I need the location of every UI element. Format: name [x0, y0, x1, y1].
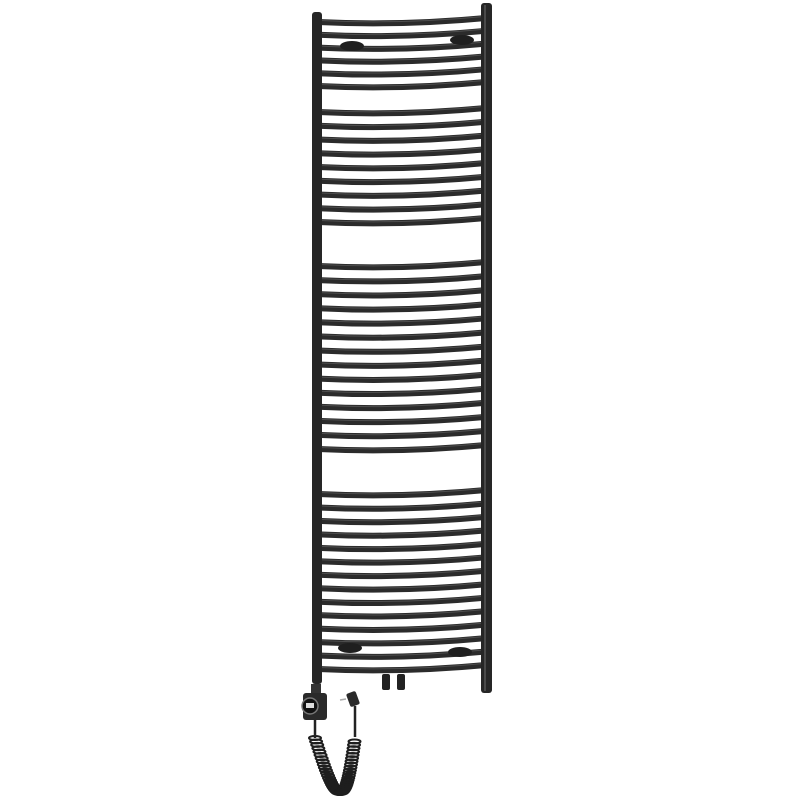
- radiator-bar: [317, 608, 487, 620]
- radiator-bar: [317, 273, 487, 285]
- left-rail: [312, 12, 322, 684]
- radiator-bar: [317, 329, 487, 341]
- radiator-bar: [317, 173, 487, 186]
- radiator-bar: [317, 301, 487, 313]
- right-rail: [481, 3, 492, 693]
- radiator-bar: [317, 487, 487, 499]
- wall-bracket: [340, 41, 364, 51]
- radiator-bar: [317, 594, 487, 607]
- power-plug-icon: [339, 691, 360, 737]
- radiator-bar: [317, 413, 487, 426]
- radiator-bar: [317, 79, 487, 91]
- radiator-bar: [317, 287, 487, 299]
- coiled-cable: [308, 735, 362, 796]
- radiator-bar: [317, 259, 487, 271]
- radiator-bar: [317, 635, 487, 647]
- radiator-bar: [317, 27, 487, 40]
- radiator-bar: [317, 201, 487, 213]
- radiator-bar: [317, 500, 487, 512]
- radiator-bar: [317, 40, 487, 52]
- radiator-bar: [317, 399, 487, 412]
- radiator-bar: [317, 554, 487, 566]
- radiator-bar: [317, 215, 487, 227]
- wall-bracket: [448, 647, 472, 657]
- radiator-bar: [317, 442, 487, 454]
- radiator-bar: [317, 118, 487, 131]
- radiator-bar: [317, 621, 487, 633]
- wall-bracket: [338, 643, 362, 653]
- wall-bracket: [450, 35, 474, 45]
- radiator-bar: [317, 385, 487, 398]
- radiator-bar: [317, 132, 487, 144]
- radiator-bar: [317, 371, 487, 383]
- radiator-bar: [317, 540, 487, 553]
- radiator-bar: [317, 160, 487, 172]
- radiator-bar: [317, 315, 487, 327]
- radiator-bar: [317, 357, 487, 369]
- radiator-bar: [317, 527, 487, 539]
- radiator-bar: [317, 427, 487, 440]
- valve-connectors: [382, 674, 405, 690]
- radiator-bar: [317, 146, 487, 158]
- radiator-bar: [317, 105, 487, 117]
- radiator-bar: [317, 15, 487, 27]
- radiator-bar: [317, 581, 487, 593]
- radiator-bar: [317, 513, 487, 526]
- heating-element-thermostat: [301, 684, 327, 720]
- radiator-bar: [317, 662, 487, 674]
- radiator-bar: [317, 66, 487, 78]
- radiator-bars: [317, 15, 487, 674]
- wall-brackets: [338, 35, 474, 657]
- radiator-bar: [317, 343, 487, 355]
- radiator-bar: [317, 567, 487, 580]
- radiator-bar: [317, 187, 487, 199]
- radiator-bar: [317, 53, 487, 65]
